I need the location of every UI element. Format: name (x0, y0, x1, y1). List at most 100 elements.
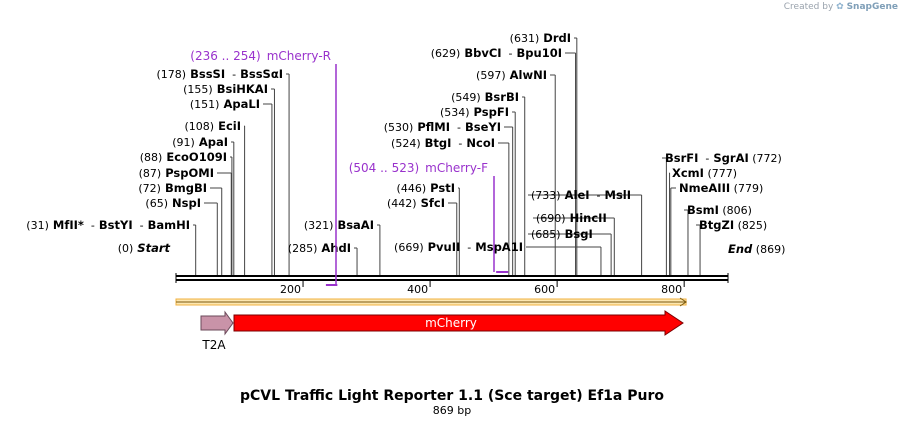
site-label-right: (733) AleI - MslI (531, 188, 631, 202)
site-label-right: (690) HincII (536, 211, 607, 225)
site-label-left: (530) PflMI - BseYI (384, 120, 501, 134)
site-position: - (84, 219, 95, 232)
site-position: (72) (138, 182, 161, 195)
primer-range: (504 .. 523) (349, 161, 419, 175)
site-position: (151) (190, 98, 220, 111)
site-label-text: (88) EcoO109I (140, 150, 227, 164)
site-label-text: (631) DrdI (510, 31, 571, 45)
site-label-left: (0) Start (118, 241, 171, 255)
site-label-right: End (869) (728, 242, 785, 256)
tick-label: 600 (534, 283, 555, 296)
site-label-text: (690) HincII (536, 211, 607, 225)
feature-label: T2A (201, 338, 226, 352)
primer-mcherry-r: (236 .. 254)mCherry-R (190, 49, 338, 286)
primer-mcherry-f: (504 .. 523) mCherry-F (349, 161, 509, 273)
primer-name: mCherry-R (267, 49, 331, 63)
site-label-left: (72) BmgBI (138, 181, 207, 195)
site-position: (690) (536, 212, 566, 225)
enzyme-name: AleI (561, 188, 590, 202)
site-position: - (502, 47, 513, 60)
site-label-left: (91) ApaI (172, 135, 228, 149)
site-label-right: (685) BsgI (531, 227, 593, 241)
enzyme-name: End (728, 242, 753, 256)
site-position: (178) (156, 68, 186, 81)
enzyme-name: NspI (168, 196, 201, 210)
enzyme-name: BmgBI (161, 181, 207, 195)
site-label-left: (108) EciI (185, 119, 242, 133)
site-position: (733) (531, 189, 561, 202)
site-position: (685) (531, 228, 561, 241)
enzyme-name: XcmI (672, 166, 704, 180)
site-position: (442) (387, 197, 417, 210)
enzyme-name: PspOMI (161, 166, 214, 180)
enzyme-name: SfcI (417, 196, 445, 210)
site-label-left: (669) PvuII - MspA1I (394, 240, 523, 254)
site-position: (65) (145, 197, 168, 210)
site-label-left: (65) NspI (145, 196, 201, 210)
site-position: (87) (139, 167, 162, 180)
enzyme-name: Bpu10I (513, 46, 562, 60)
site-label-text: (733) AleI - MslI (531, 188, 631, 202)
site-label-left: (155) BsiHKAI (183, 82, 268, 96)
enzyme-name: AlwNI (506, 68, 547, 82)
site-position: (88) (140, 151, 163, 164)
enzyme-name: BseYI (461, 120, 501, 134)
enzyme-name: BssSI (186, 67, 225, 81)
site-label-left: (151) ApaLI (190, 97, 260, 111)
site-label-text: (87) PspOMI (139, 166, 214, 180)
site-position: (772) (749, 152, 782, 165)
site-position: - (460, 241, 471, 254)
enzyme-name: BsrBI (481, 90, 519, 104)
site-position: (530) (384, 121, 414, 134)
site-label-text: NmeAIII (779) (679, 181, 763, 195)
snapgene-logo-icon: ✿ (836, 2, 844, 12)
enzyme-name: NmeAIII (679, 181, 730, 195)
site-label-text: (72) BmgBI (138, 181, 207, 195)
site-label-text: (685) BsgI (531, 227, 593, 241)
site-position: - (698, 152, 709, 165)
enzyme-name: BsiHKAI (213, 82, 268, 96)
site-label-text: (549) BsrBI (451, 90, 519, 104)
site-label-left: (285) AhdI (288, 241, 351, 255)
site-label-right: BsmI (806) (687, 203, 752, 217)
enzyme-name: DrdI (539, 31, 571, 45)
site-position: (869) (752, 243, 785, 256)
enzyme-name: PvuII (424, 240, 461, 254)
enzyme-name: BsaAI (333, 218, 374, 232)
enzyme-name: HincII (566, 211, 607, 225)
enzyme-name: BssSαI (236, 67, 283, 81)
enzyme-name: * (78, 218, 84, 232)
site-label-text: (321) BsaAI (304, 218, 374, 232)
tick-label: 800 (661, 283, 682, 296)
site-position: (534) (440, 106, 470, 119)
enzyme-name: BtgI (421, 136, 452, 150)
site-position: (524) (391, 137, 421, 150)
feature-mcherry: mCherry (233, 310, 684, 336)
site-label-text: (629) BbvCI - Bpu10I (431, 46, 562, 60)
site-label-right: BsrFI - SgrAI (772) (665, 151, 782, 165)
site-label-text: (91) ApaI (172, 135, 228, 149)
site-position: - (133, 219, 144, 232)
watermark-prefix: Created by (783, 2, 834, 12)
restriction-site-lines (193, 37, 701, 275)
enzyme-name: BsrFI (665, 151, 698, 165)
feature-label: mCherry (425, 316, 477, 330)
enzyme-name: EcoO109I (162, 150, 227, 164)
site-label-left: (534) PspFI (440, 105, 509, 119)
enzyme-name: ApaI (195, 135, 228, 149)
tick-label: 200 (280, 283, 301, 296)
site-label-text: (597) AlwNI (476, 68, 547, 82)
site-label-left: (178) BssSI - BssSαI (156, 67, 283, 81)
enzyme-name: PstI (426, 181, 455, 195)
enzyme-name: MfII (49, 218, 78, 232)
enzyme-name: BsmI (687, 203, 719, 217)
feature-arrow (200, 310, 234, 336)
site-position: (825) (734, 219, 767, 232)
primer-name: mCherry-F (425, 161, 488, 175)
site-label-left: (631) DrdI (510, 31, 571, 45)
site-label-left: (321) BsaAI (304, 218, 374, 232)
feature-arrow (233, 310, 684, 336)
site-label-left: (442) SfcI (387, 196, 445, 210)
